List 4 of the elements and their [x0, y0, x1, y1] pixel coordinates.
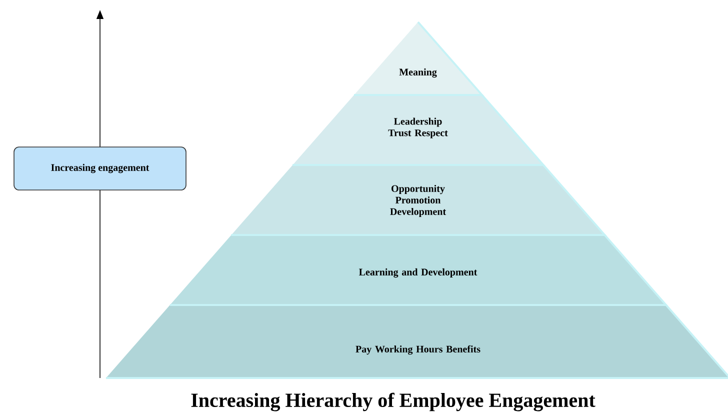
caption: Increasing Hierarchy of Employee Engagement [191, 392, 596, 412]
pyramid-layer: Meaning [353, 21, 484, 96]
label-box: Increasing engagement [14, 146, 186, 190]
pyramid-layer: Pay Working Hours Benefits [106, 304, 728, 379]
